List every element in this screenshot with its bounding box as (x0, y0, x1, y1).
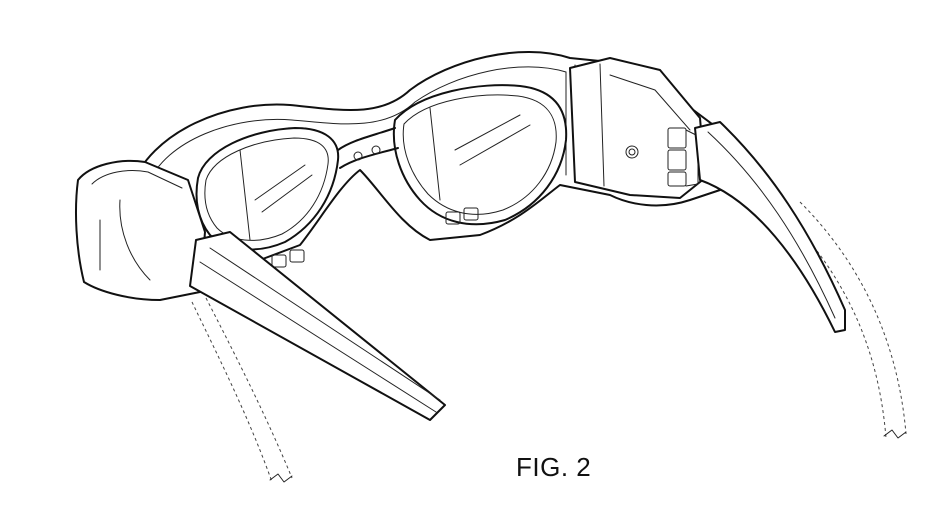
right-temple-arm (694, 121, 846, 333)
left-lens (195, 127, 340, 251)
left-housing (75, 159, 206, 301)
lower-vents (271, 207, 479, 268)
left-temple-arm (189, 231, 446, 421)
figure-caption: FIG. 2 (516, 452, 592, 482)
nose-bridge (337, 127, 399, 169)
right-lens (392, 84, 568, 226)
